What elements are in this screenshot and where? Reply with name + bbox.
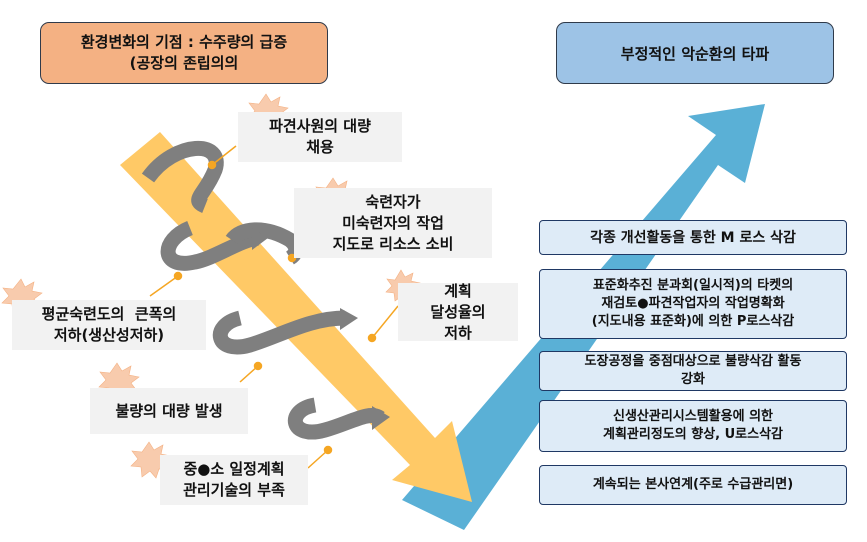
- label-line: 저하: [444, 323, 472, 342]
- label-defect-surge: 불량의 대량 발생: [90, 388, 248, 434]
- action-hq-liaison: 계속되는 본사연계(주로 수급관리면): [539, 465, 847, 505]
- action-m-loss: 각종 개선활동을 통한 M 로스 삭감: [539, 220, 847, 255]
- action-line: 계획관리정도의 향상, U로스삭감: [602, 427, 784, 442]
- spiral-arrowheads: [252, 228, 390, 430]
- breakthrough-header-text: 부정적인 악순환의 타파: [620, 44, 770, 63]
- trigger-header-line-1: 환경변화의 기점 : 수주량의 급증: [80, 33, 288, 51]
- trigger-header: 환경변화의 기점 : 수주량의 급증 (공장의 존립의의: [40, 22, 328, 84]
- label-plan-achievement-drop: 계획 달성율의 저하: [398, 281, 518, 342]
- action-line: 강화: [681, 372, 705, 387]
- label-scheduling-skill-gap: 중●소 일정계획 관리기술의 부족: [160, 455, 308, 505]
- label-line: 숙련자가: [365, 192, 421, 211]
- label-line: 지도로 리소스 소비: [332, 234, 454, 253]
- action-line: 재검토●파견작업자의 작업명확화: [601, 296, 785, 311]
- label-skill-level-drop: 평균숙련도의 큰폭의 저하(생산성저하): [12, 300, 206, 350]
- action-line: (지도내용 표준화)에 의한 P로스삭감: [591, 314, 795, 329]
- label-line: 평균숙련도의 큰폭의: [41, 305, 177, 323]
- action-defect-reduction: 도장공정을 중점대상으로 불량삭감 활동 강화: [539, 351, 847, 391]
- label-temp-staff-hiring: 파견사원의 대량 채용: [238, 112, 402, 162]
- spiral-ribbons: [141, 141, 385, 440]
- label-line: 계획: [444, 281, 472, 300]
- label-line: 파견사원의 대량: [269, 117, 371, 135]
- action-line: 각종 개선활동을 통한 M 로스 삭감: [590, 229, 796, 246]
- connectors: [149, 145, 399, 469]
- label-line: 저하(생산성저하): [53, 326, 165, 344]
- label-line: 채용: [306, 138, 334, 156]
- action-line: 도장공정을 중점대상으로 불량삭감 활동: [584, 354, 802, 369]
- label-line: 중●소 일정계획: [183, 460, 285, 478]
- trigger-header-line-2: (공장의 존립의의: [129, 54, 239, 72]
- action-line: 계속되는 본사연계(주로 수급관리면): [592, 477, 794, 492]
- breakthrough-header: 부정적인 악순환의 타파: [556, 22, 834, 84]
- label-line: 달성율의: [430, 302, 486, 321]
- label-line: 미숙련자의 작업: [342, 213, 444, 232]
- label-line: 관리기술의 부족: [183, 481, 285, 499]
- action-p-loss: 표준화추진 분과회(일시적)의 타켓의 재검토●파견작업자의 작업명확화 (지도…: [539, 269, 847, 339]
- action-u-loss: 신생산관리시스템활용에 의한 계획관리정도의 향상, U로스삭감: [539, 400, 847, 452]
- action-line: 표준화추진 분과회(일시적)의 타켓의: [592, 278, 794, 293]
- label-line: 불량의 대량 발생: [115, 401, 223, 420]
- action-line: 신생산관리시스템활용에 의한: [612, 409, 773, 424]
- downward-arrow: [120, 132, 472, 502]
- label-skilled-resource-drain: 숙련자가 미숙련자의 작업 지도로 리소스 소비: [294, 188, 492, 258]
